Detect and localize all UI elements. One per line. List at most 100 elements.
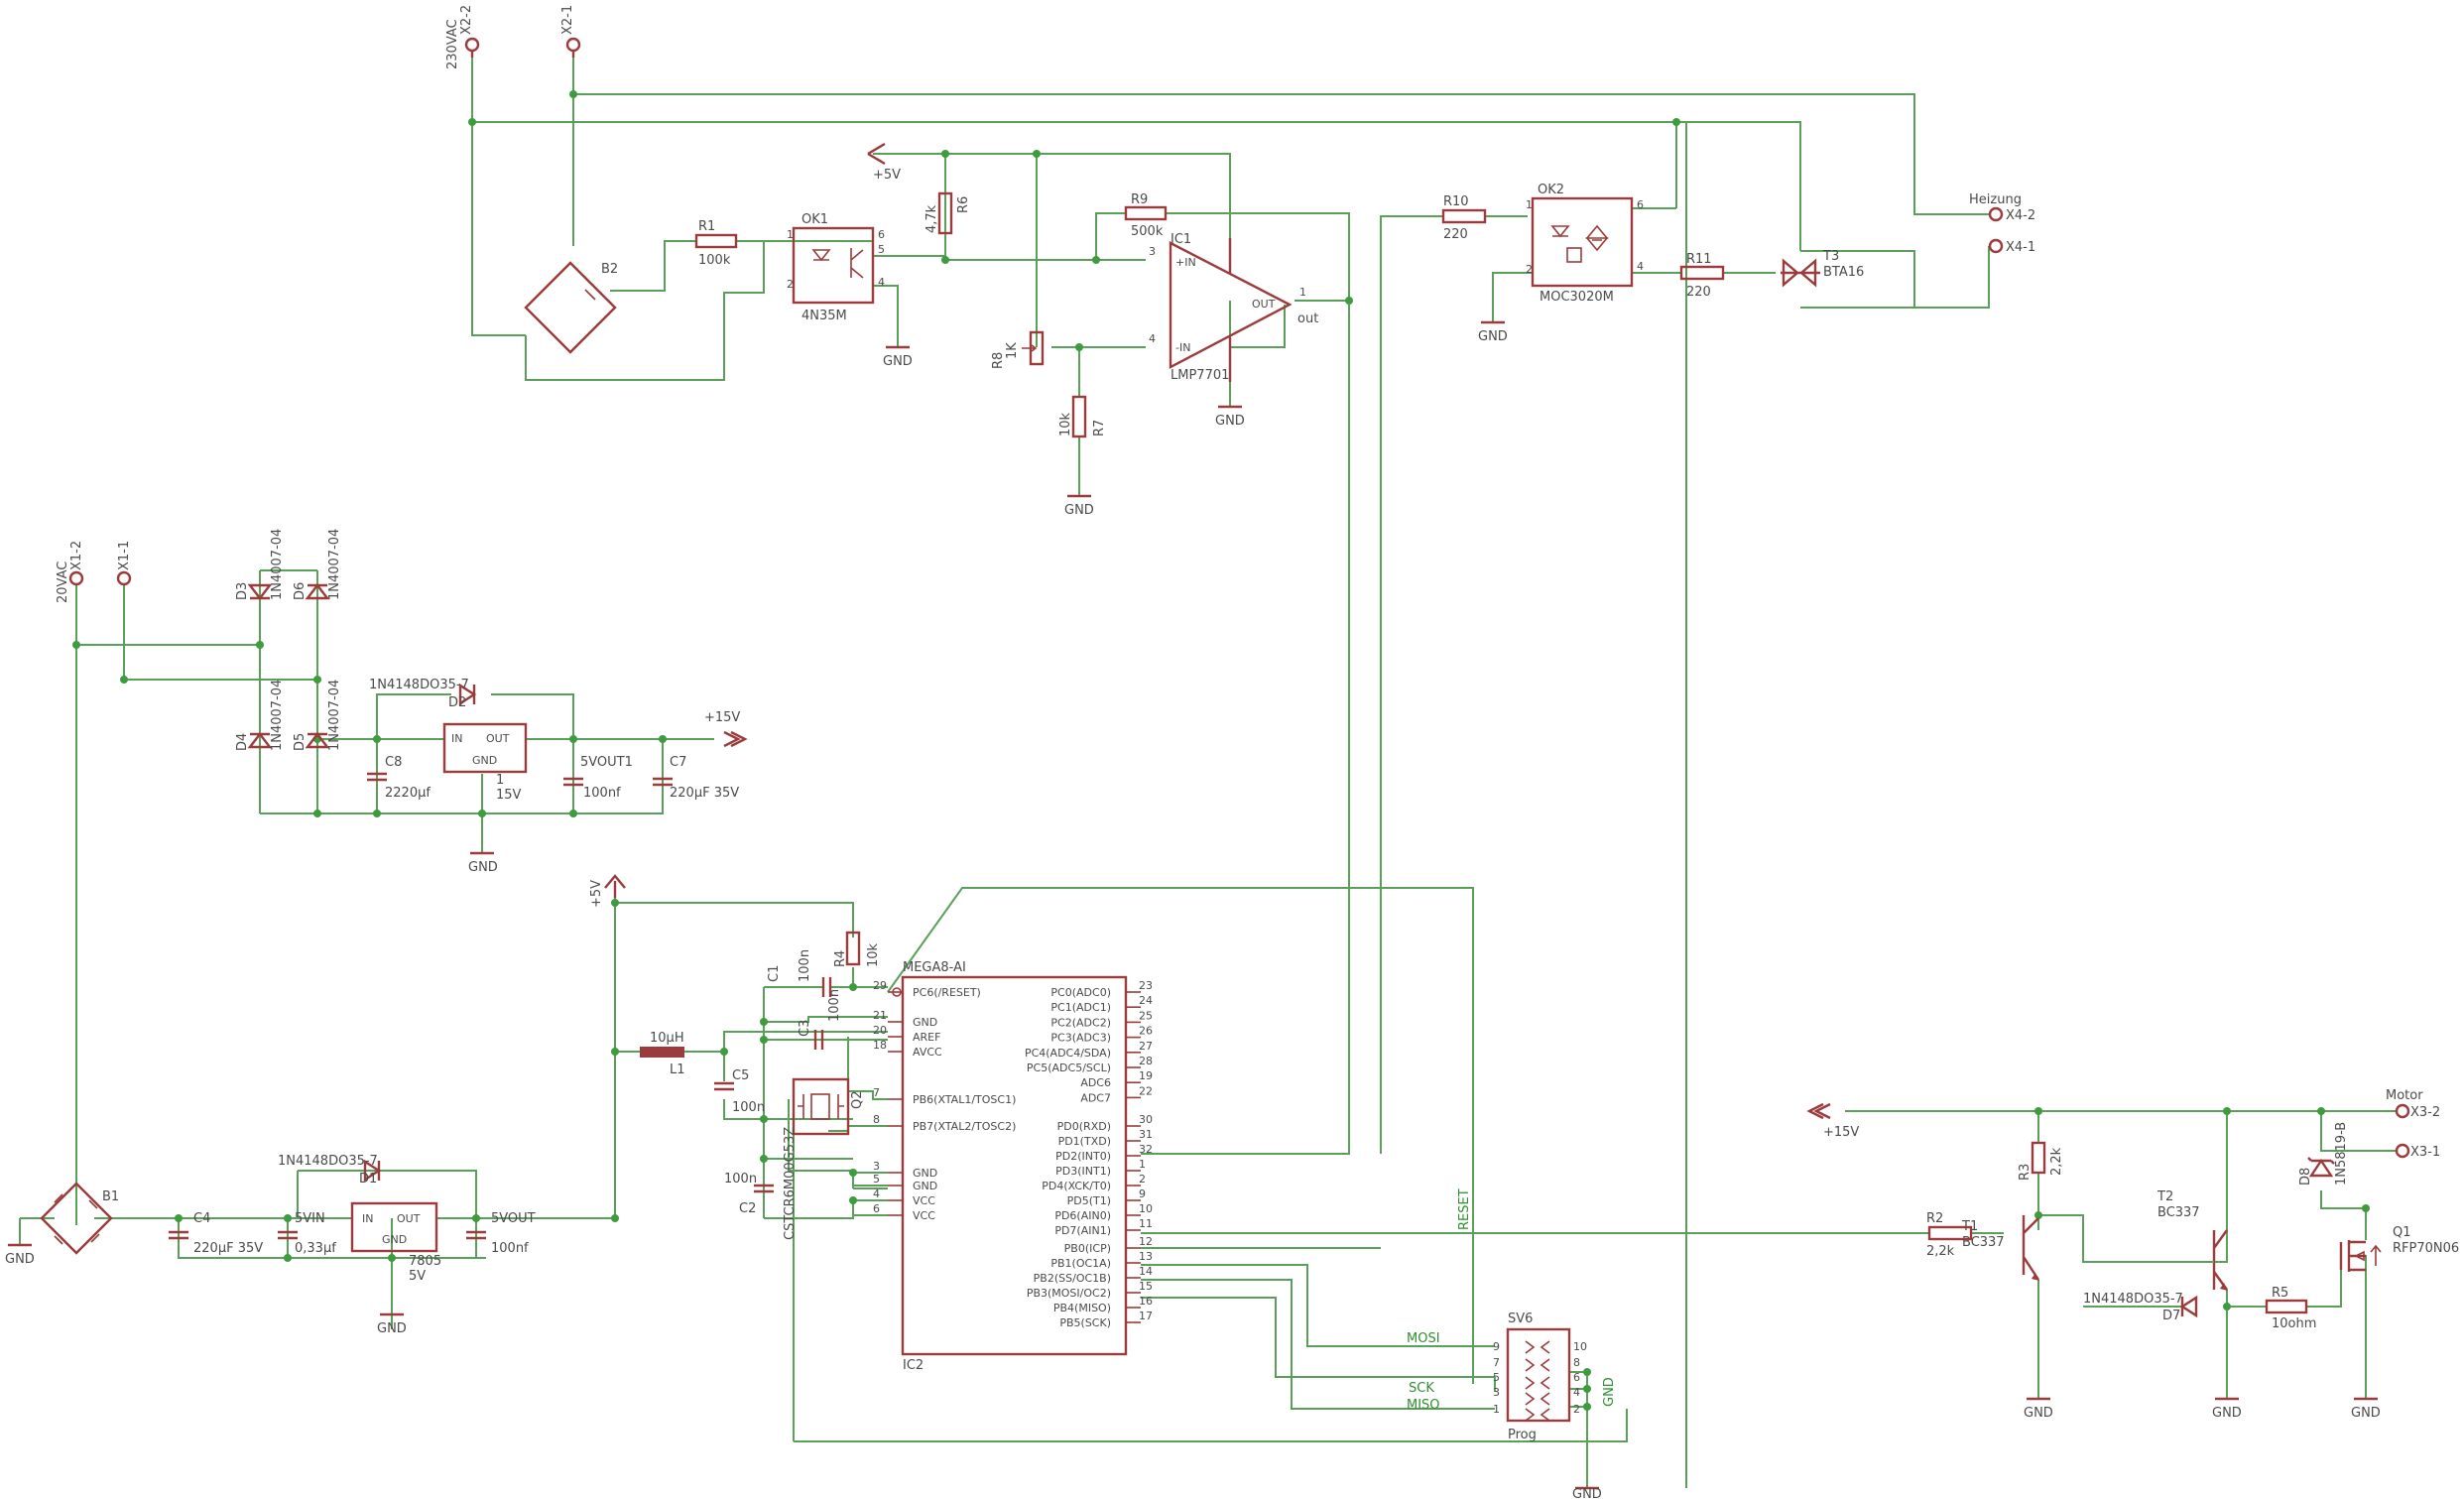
ic1-value: LMP7701 — [1170, 368, 1229, 383]
r9-value: 500k — [1131, 224, 1164, 239]
potentiometer-r8[interactable]: R8 1K — [991, 330, 1045, 369]
resistor-r5[interactable]: R5 10ohm — [2265, 1286, 2316, 1331]
connector-x1[interactable]: X1-2 20VAC X1-1 — [56, 541, 132, 603]
capacitor-c3[interactable]: C3 100n — [798, 989, 842, 1050]
c3-name: C3 — [798, 1020, 812, 1037]
connector-x4[interactable]: Heizung X4-2 X4-1 — [1969, 192, 2035, 255]
capacitor-c7[interactable]: C7 220µF 35V — [653, 755, 739, 801]
capacitor-c4[interactable]: C4 220µF 35V — [169, 1211, 263, 1256]
opamp-ic1[interactable]: 34 +IN-IN OUT 1 IC1 LMP7701 out — [1149, 232, 1318, 383]
reset-net-label: RESET — [1457, 1188, 1472, 1230]
triac-t3[interactable]: T3 BTA16 — [1781, 249, 1864, 288]
transistor-t2[interactable]: T2 BC337 — [2083, 1189, 2228, 1291]
capacitor-c8[interactable]: C8 2220µf — [367, 755, 431, 801]
vout5-name: 5VOUT — [491, 1211, 536, 1226]
gnd-r7: GND — [1064, 494, 1094, 518]
ic2-pin-number: 1 — [1139, 1158, 1146, 1171]
diode-d8[interactable]: D8 1N5819-B — [2298, 1122, 2349, 1186]
resistor-r7[interactable]: 10k R7 — [1058, 395, 1107, 438]
ok1-value: 4N35M — [801, 309, 847, 323]
regulator-15v[interactable]: IN OUT GND 1 15V — [442, 722, 528, 803]
capacitor-c5[interactable]: C5 100n — [714, 1068, 765, 1115]
t2-value: BC337 — [2157, 1205, 2200, 1220]
c5-value: 100n — [732, 1100, 765, 1115]
diode-d1[interactable]: 1N4148DO35-7 D1 — [278, 1154, 382, 1187]
capacitor-5vin[interactable]: 5VIN 0,33µf — [278, 1211, 336, 1256]
capacitor-5vout[interactable]: 5VOUT 100nf — [466, 1211, 536, 1256]
b2-label: B2 — [601, 262, 618, 277]
reg5-gnd: GND — [382, 1233, 407, 1246]
diode-d5[interactable]: D5 1N4007-04 — [293, 680, 342, 751]
transistor-t1[interactable]: T1 BC337 — [1961, 1215, 2040, 1281]
diode-d3[interactable]: D3 1N4007-04 — [235, 529, 285, 600]
svg-text:1: 1 — [1299, 286, 1306, 299]
c7-value: 220µF 35V — [670, 786, 739, 801]
capacitor-c2[interactable]: 100n C2 — [724, 1172, 774, 1216]
supply-15v-arrow: +15V — [704, 710, 748, 748]
ic2-pin-number: 28 — [1139, 1055, 1153, 1067]
resistor-r3[interactable]: R3 2,2k — [2018, 1141, 2064, 1181]
capacitor-5vout1[interactable]: 5VOUT1 100nf — [563, 755, 633, 801]
resistor-r9[interactable]: R9 500k — [1124, 192, 1168, 239]
gnd-label: GND — [1478, 329, 1508, 344]
ok1-name: OK1 — [801, 212, 828, 227]
diode-d6[interactable]: D6 1N4007-04 — [293, 529, 342, 600]
optocoupler-ok1[interactable]: 12 654 OK1 4N35M — [787, 212, 885, 323]
inductor-l1[interactable]: 10µH L1 — [640, 1031, 685, 1077]
ic2-pin-name: PC2(ADC2) — [1050, 1016, 1111, 1029]
ic2-pin-name: PD6(AIN0) — [1054, 1209, 1111, 1222]
resistor-r6[interactable]: 4,7k R6 — [924, 191, 971, 235]
resistor-r10[interactable]: R10 220 — [1441, 194, 1487, 242]
plus5v-b-label: +5V — [589, 880, 604, 908]
connector-x3[interactable]: Motor X3-2 X3-1 — [2386, 1088, 2440, 1160]
mosi-net-label: MOSI — [1407, 1331, 1440, 1346]
ic2-pin-name: PB1(OC1A) — [1050, 1257, 1111, 1270]
optotriac-ok2[interactable]: 12 64 OK2 MOC3020M — [1526, 183, 1644, 305]
resistor-r1[interactable]: R1 100k — [694, 219, 738, 268]
resonator-q2[interactable]: Q2 CSTCR6M00G53Z — [783, 1077, 865, 1240]
regulator-7805[interactable]: IN OUT GND 7805 5V — [350, 1201, 441, 1284]
reg15-out: OUT — [486, 732, 510, 745]
mcu-ic2[interactable]: MEGA8-AI IC2 29PC6(/RESET)21GND20AREF18A… — [873, 960, 1153, 1373]
svg-text:2: 2 — [1526, 263, 1533, 276]
capacitor-c1[interactable]: C1 100n — [767, 949, 832, 997]
resistor-r4[interactable]: R4 10k — [833, 931, 881, 967]
r3-name: R3 — [2018, 1164, 2033, 1181]
resistor-r11[interactable]: R11 220 — [1679, 252, 1725, 300]
ic2-left-pins: 29PC6(/RESET)21GND20AREF18AVCC7PB6(XTAL1… — [873, 979, 1016, 1222]
bridge-b2[interactable]: B2 — [524, 261, 618, 354]
c3-value: 100n — [827, 989, 842, 1022]
bridge-b1[interactable]: B1 — [40, 1182, 119, 1255]
c4-value: 220µF 35V — [193, 1241, 263, 1256]
l1-name: L1 — [670, 1062, 685, 1077]
mosfet-q1[interactable]: Q1 RFP70N06 — [2339, 1225, 2459, 1272]
miso-net-label: MISO — [1407, 1398, 1440, 1413]
sv6-pin-number: 1 — [1493, 1403, 1500, 1416]
resistor-r2[interactable]: R2 2,2k — [1926, 1211, 1973, 1259]
diode-d4[interactable]: D4 1N4007-04 — [235, 680, 285, 751]
sv6-pin-number: 5 — [1493, 1371, 1500, 1384]
ic2-pin-name: PB4(MISO) — [1053, 1302, 1111, 1314]
diode-d7[interactable]: 1N4148DO35-7 D7 — [2083, 1292, 2198, 1323]
ic2-name: IC2 — [903, 1358, 924, 1373]
gnd-b1: GND — [5, 1243, 35, 1267]
connector-x2[interactable]: X2-2 230VAC X2-1 — [445, 5, 581, 69]
t1-value: BC337 — [1962, 1235, 2005, 1250]
l1-value: 10µH — [650, 1031, 684, 1046]
junctions — [72, 90, 2370, 1411]
r1-value: 100k — [698, 253, 731, 268]
ic2-pin-name: PC1(ADC1) — [1050, 1001, 1111, 1014]
diode-d2[interactable]: 1N4148DO35-7 D2 — [369, 678, 477, 710]
d5-value: 1N4007-04 — [327, 680, 342, 751]
ic2-pin-name: PD4(XCK/T0) — [1042, 1180, 1111, 1192]
